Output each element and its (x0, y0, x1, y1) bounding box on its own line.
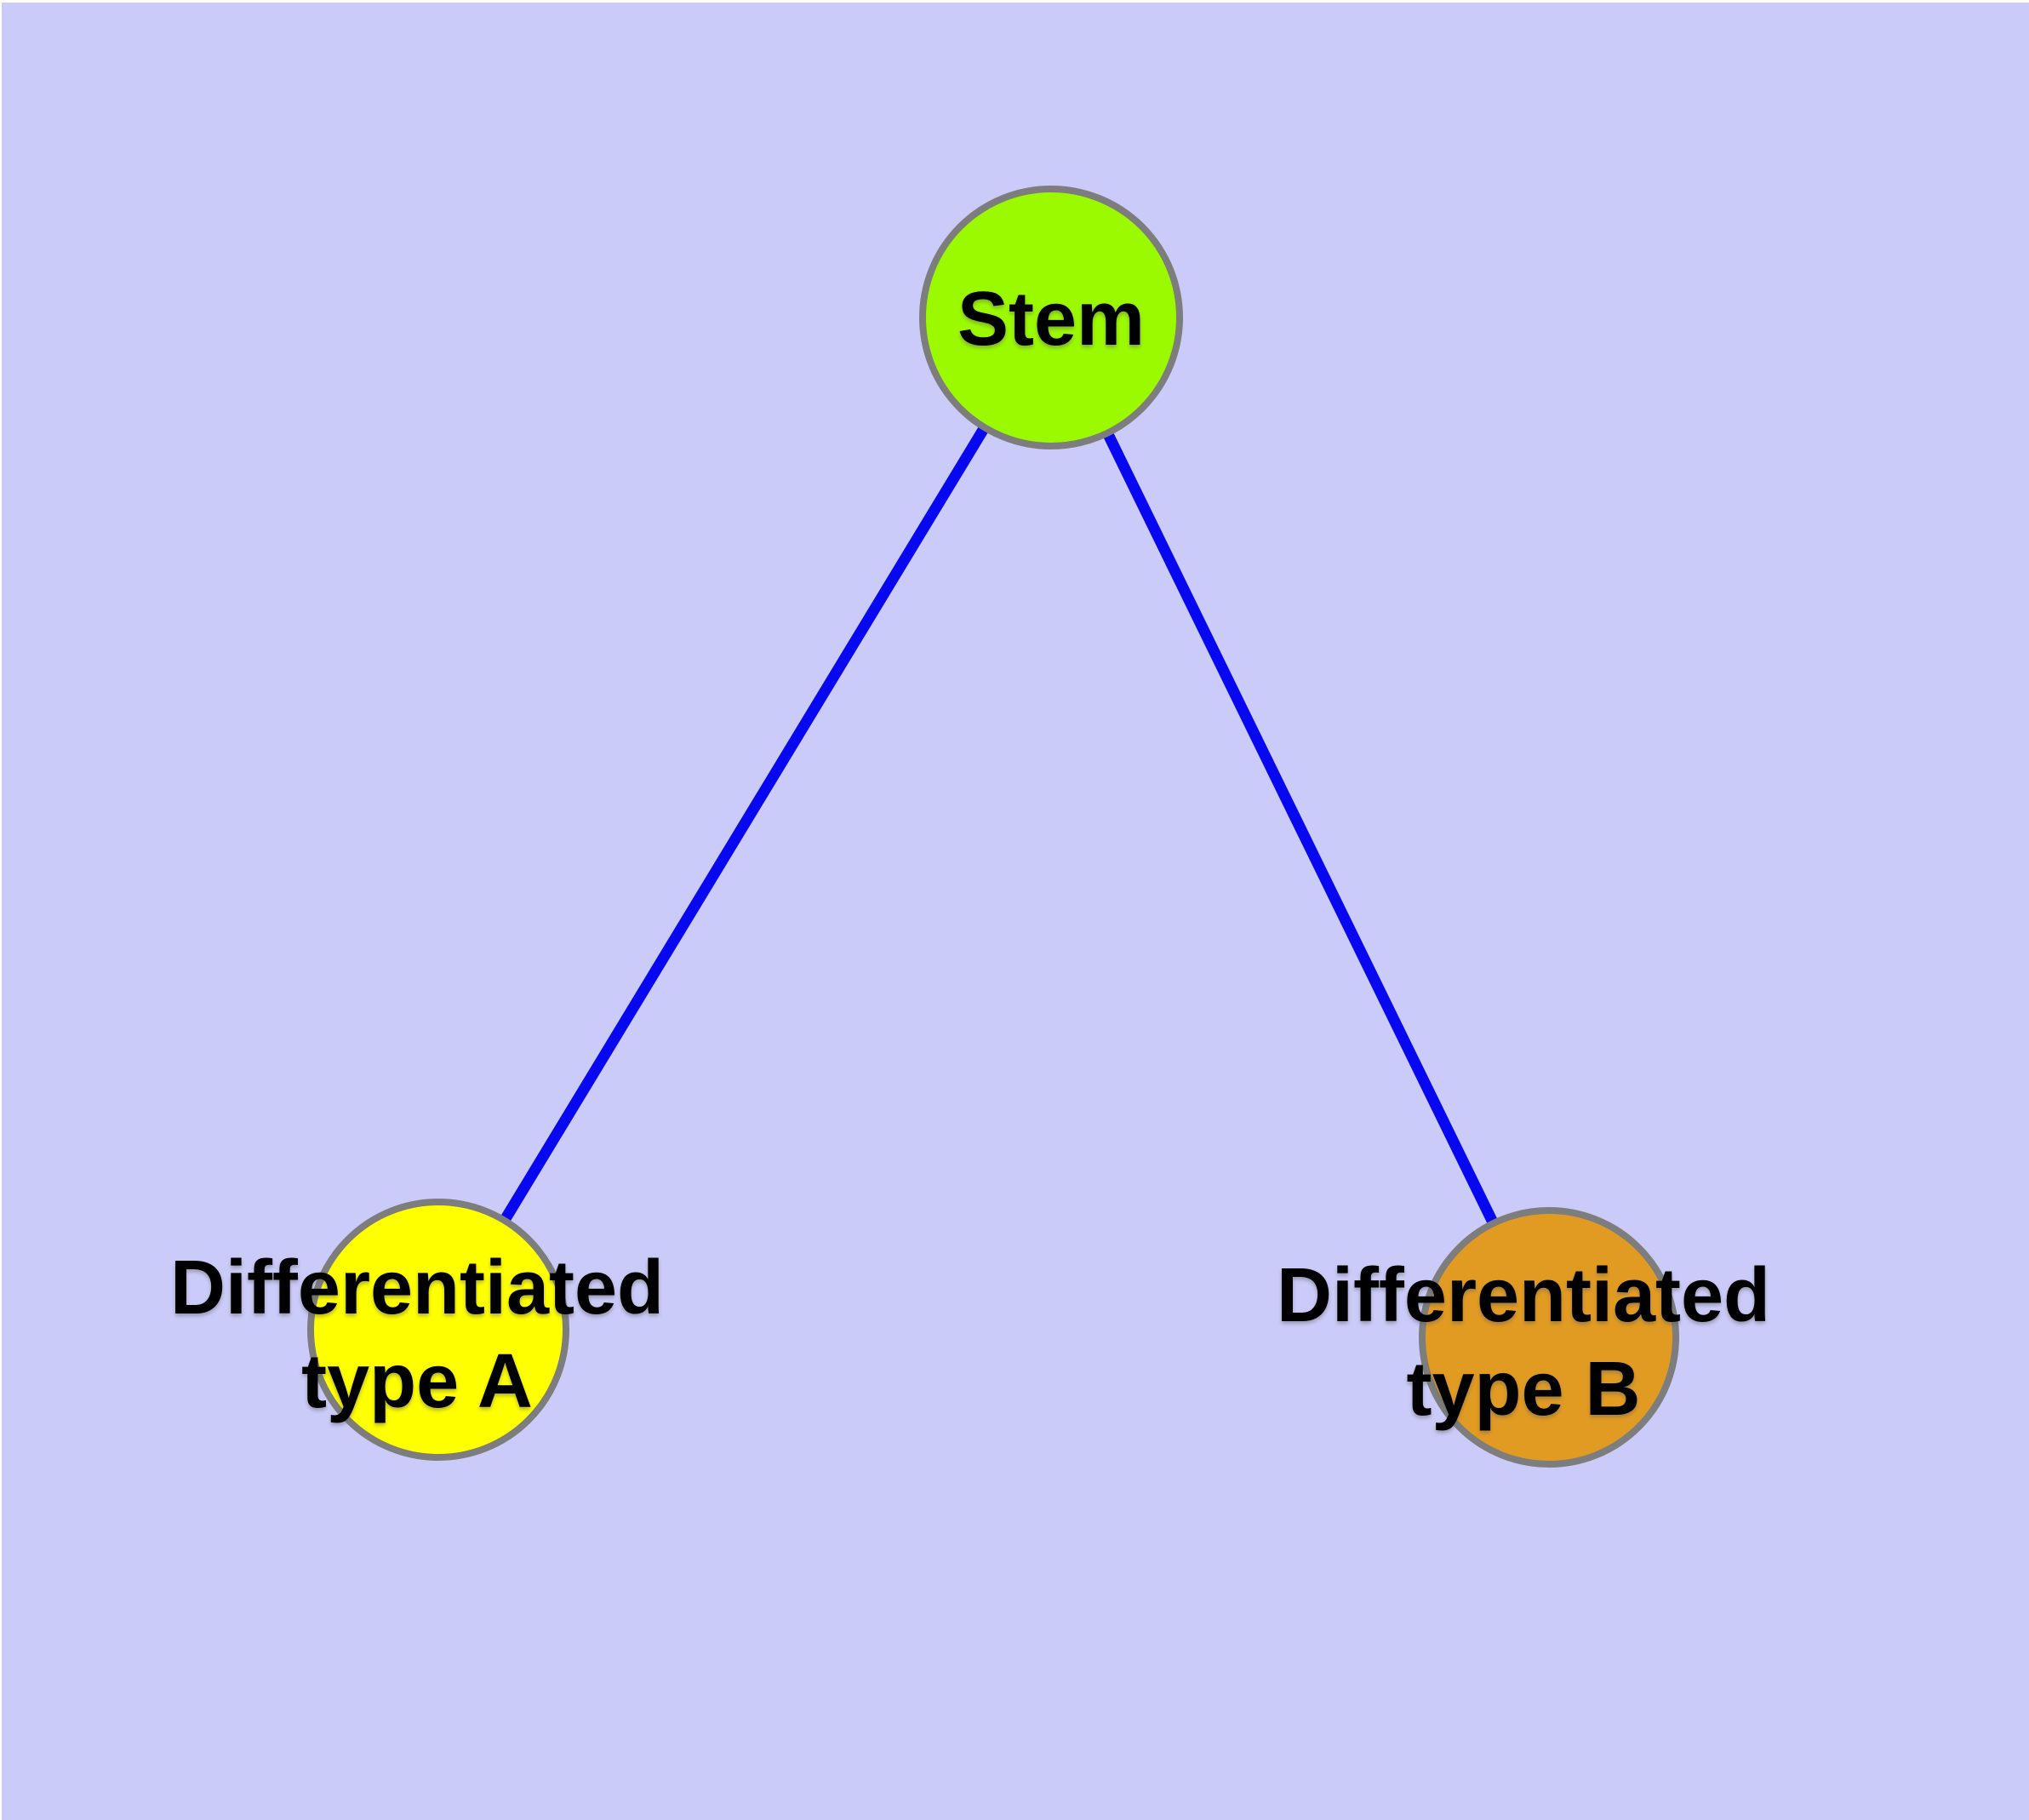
node-type-b-label-line2: type B (1406, 1347, 1640, 1432)
edge-stem-to-type-b (1046, 315, 1554, 1340)
node-type-b-circle (1419, 1207, 1679, 1468)
node-type-a-label-line1: Differentiated (170, 1245, 664, 1331)
node-stem-circle (919, 186, 1183, 449)
node-stem-label: Stem (957, 277, 1145, 362)
edge-stem-to-type-a (433, 314, 1056, 1333)
node-type-a-circle (307, 1199, 569, 1461)
node-type-b-label-line1: Differentiated (1277, 1253, 1770, 1338)
node-type-a-label-line2: type A (301, 1339, 533, 1424)
